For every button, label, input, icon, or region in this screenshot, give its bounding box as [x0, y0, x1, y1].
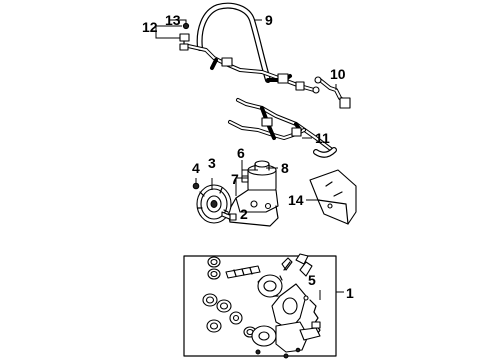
- callout-4: 4: [192, 160, 200, 176]
- pump-internal-parts: [202, 253, 321, 359]
- callout-11: 11: [315, 130, 330, 146]
- callout-7: 7: [231, 171, 239, 187]
- callout-1: 1: [346, 285, 354, 301]
- pressure-hose-assembly: [186, 2, 320, 94]
- leader-lines: [155, 19, 344, 300]
- pump-pulley: [192, 182, 237, 224]
- pump-components-box: [183, 255, 337, 357]
- hose-fittings: [179, 22, 190, 51]
- callout-8: 8: [281, 160, 289, 176]
- callout-14: 14: [288, 192, 304, 208]
- heat-shield: [309, 169, 357, 225]
- cooler-tube-assembly: [228, 98, 337, 158]
- callout-3: 3: [208, 155, 216, 171]
- callout-9: 9: [265, 12, 273, 28]
- callout-10: 10: [330, 66, 346, 82]
- callout-2: 2: [240, 206, 248, 222]
- callout-13: 13: [165, 12, 181, 28]
- callout-5: 5: [308, 272, 316, 288]
- callout-labels: 1 2 3 4 5 6 7 8 9 10 11 12 13 14: [142, 12, 354, 301]
- callout-12: 12: [142, 19, 158, 35]
- callout-6: 6: [237, 145, 245, 161]
